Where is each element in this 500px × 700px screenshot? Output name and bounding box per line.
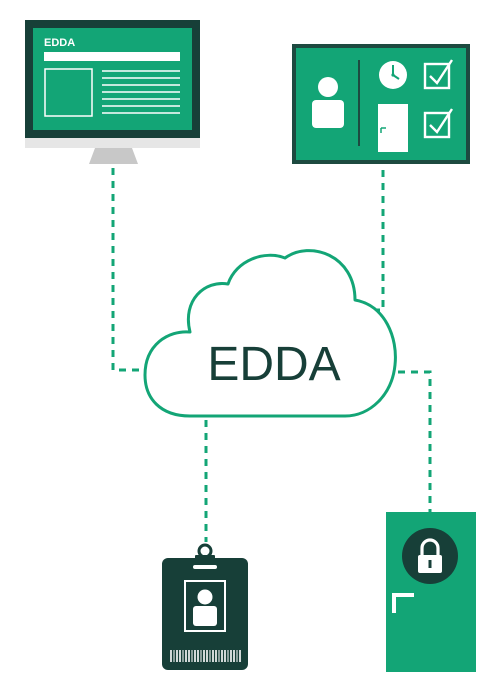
cloud-label: EDDA: [207, 338, 340, 391]
user-icon: [312, 77, 344, 128]
locked-door-icon: [386, 512, 476, 672]
edda-cloud: EDDA: [143, 249, 397, 418]
connector-terminal-cloud: [357, 170, 385, 312]
monitor-title: EDDA: [44, 37, 75, 49]
cloud-shape: [143, 249, 397, 418]
barcode-icon: [170, 650, 241, 662]
monitor-image-box: [44, 68, 93, 117]
monitor-stand: [89, 148, 138, 164]
monitor-icon: EDDA: [25, 20, 200, 164]
time-attendance-terminal-icon: [292, 44, 470, 164]
clock-icon: [379, 61, 407, 89]
connector-monitor-cloud: [111, 168, 150, 372]
badge-photo-frame: [184, 580, 226, 632]
badge-slot: [193, 565, 217, 569]
monitor-search-bar: [44, 52, 180, 61]
checkbox-icon: [423, 59, 454, 90]
checkbox-icon: [423, 108, 454, 139]
door-icon: [378, 104, 408, 152]
monitor-chin: [25, 138, 200, 148]
user-icon: [193, 589, 217, 626]
door-handle-icon: [392, 593, 414, 613]
connector-cloud-door: [398, 370, 432, 512]
id-badge-icon: [162, 543, 248, 670]
monitor-text-lines: [102, 70, 180, 114]
padlock-icon: [418, 538, 442, 573]
